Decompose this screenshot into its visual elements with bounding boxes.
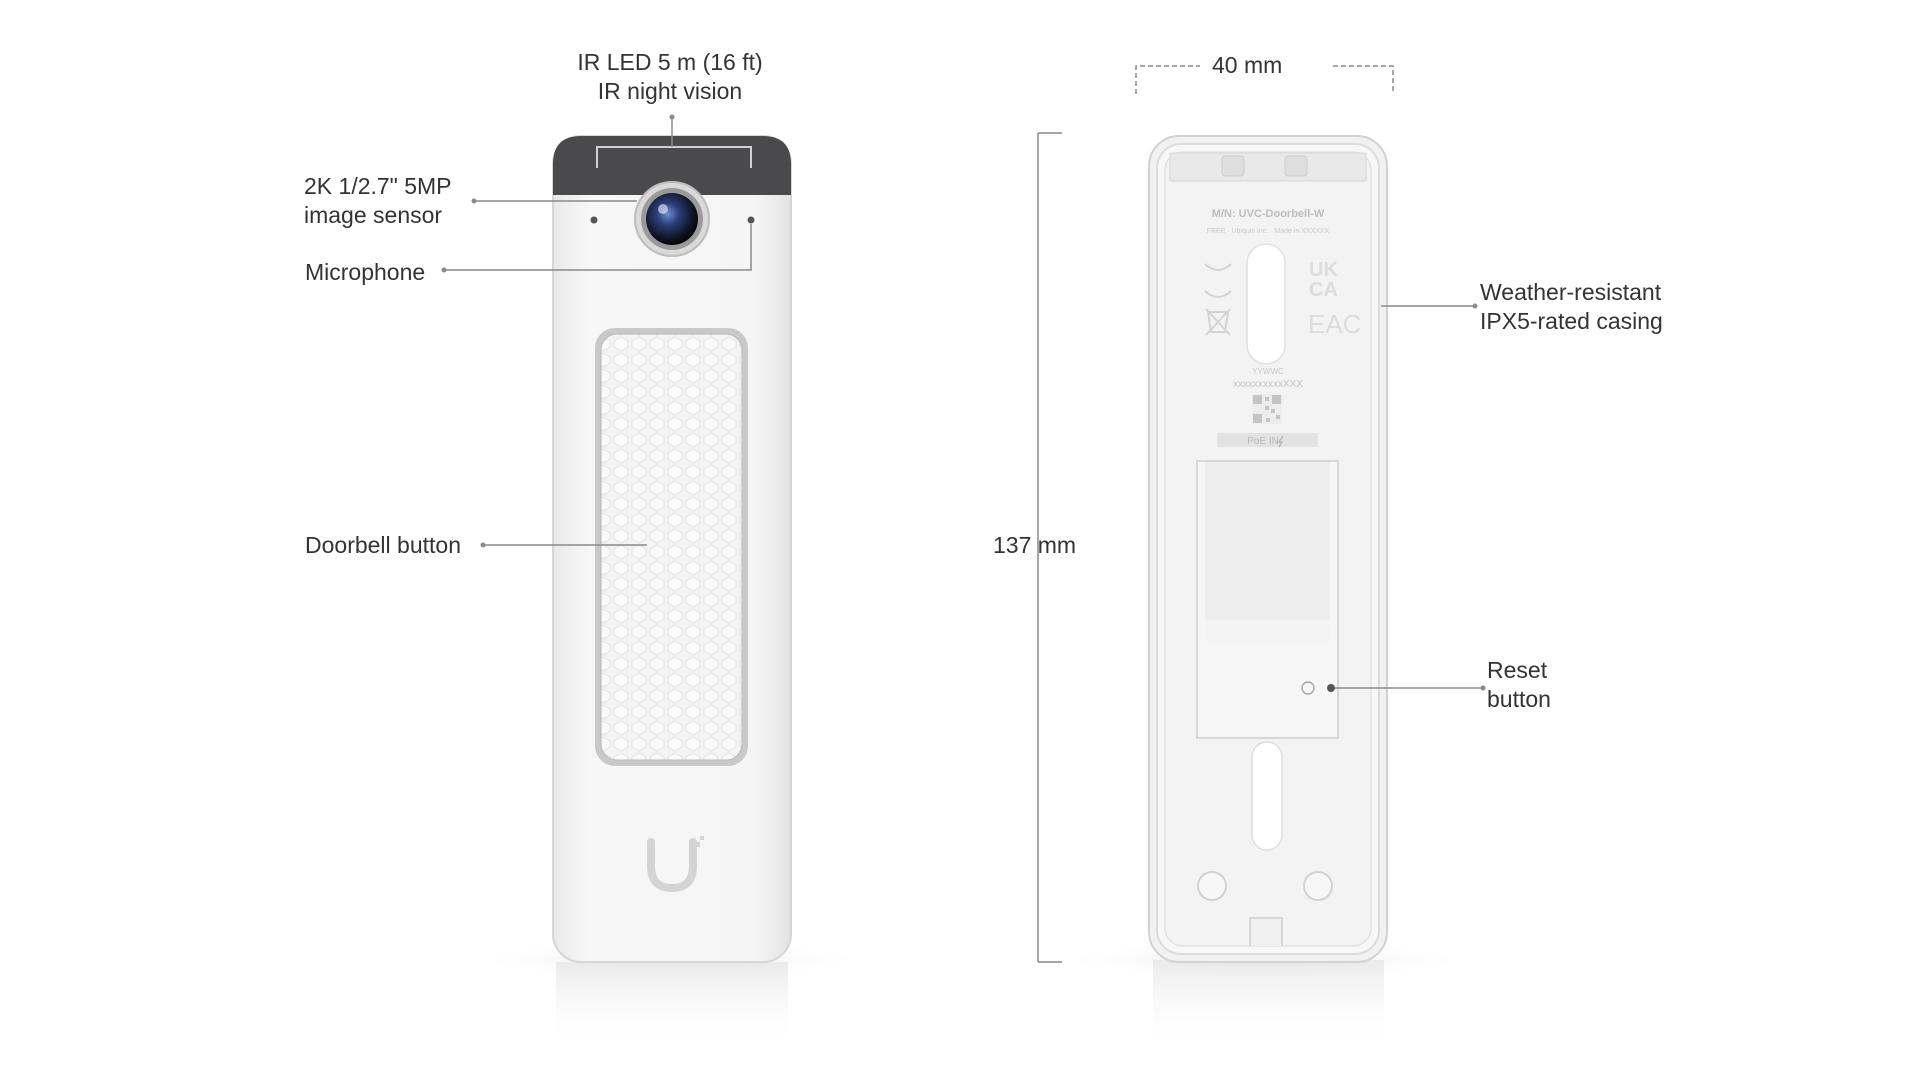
- certification-icons: [1204, 263, 1232, 336]
- ir-led-leader-dot: [669, 114, 675, 120]
- top-clip-right: [1284, 155, 1308, 177]
- model-marking: M/N: UVC-Doorbell-W: [1212, 208, 1325, 220]
- screw-hole-right: [1303, 871, 1333, 901]
- qr-code-icon: [1252, 394, 1282, 424]
- casing-label-line2: IPX5-rated casing: [1480, 308, 1663, 334]
- doorbell-button-leader-dot: [480, 542, 486, 548]
- ukca-mark-top: UK: [1309, 259, 1338, 281]
- image-sensor-leader-dot: [471, 198, 477, 204]
- serial-marking: xxxxxxxxxxXXX: [1233, 379, 1303, 390]
- ir-led-label-line2: IR night vision: [597, 78, 743, 104]
- image-sensor-label-line2: image sensor: [304, 202, 443, 228]
- mounting-slot-top: [1246, 243, 1286, 365]
- microphone-label: Microphone: [305, 259, 426, 285]
- top-clip-rail: [1169, 152, 1367, 182]
- casing-leader-dot: [1472, 303, 1478, 309]
- reset-circle-icon: [1301, 681, 1315, 695]
- doorbell-button-face: [600, 333, 743, 761]
- dimension-lines: [1037, 65, 1394, 963]
- microphone-dot: [747, 216, 755, 224]
- ir-led-band: [553, 136, 791, 195]
- reset-leader-dot: [1480, 685, 1486, 691]
- width-dimension-left: [1135, 65, 1200, 94]
- maker-marking: FREE · Ubiquiti Inc. · Made in XXXXXX: [1207, 228, 1330, 235]
- front-leaders: [441, 114, 752, 548]
- poe-in-label: PoE IN: [1247, 436, 1279, 447]
- doorbell-button-label: Doorbell button: [305, 532, 461, 558]
- screw-hole-left: [1197, 871, 1227, 901]
- ukca-mark-bottom: CA: [1309, 279, 1338, 301]
- cert-icon-1: [1204, 263, 1232, 271]
- front-view: [470, 135, 870, 1050]
- cable-recess-step: [1205, 620, 1330, 642]
- casing-label-line1: Weather-resistant: [1480, 279, 1662, 305]
- eac-mark: EAC: [1308, 309, 1361, 339]
- front-reflection: [556, 962, 788, 1050]
- image-sensor-label-line1: 2K 1/2.7" 5MP: [304, 173, 452, 199]
- poe-in-tag: [1217, 433, 1318, 447]
- height-dimension-label: 137 mm: [993, 532, 1077, 558]
- lens-highlight: [658, 204, 668, 214]
- cable-recess-shadow: [1205, 462, 1330, 620]
- cert-icon-2: [1204, 290, 1232, 298]
- ir-led-bracket: [596, 146, 752, 168]
- microphone-leader-dot: [441, 267, 447, 273]
- back-leaders: [1327, 303, 1486, 692]
- casing-label: Weather-resistant IPX5-rated casing: [1480, 278, 1663, 336]
- ir-led-label-line1: IR LED 5 m (16 ft): [577, 49, 763, 75]
- weee-bin-icon: [1205, 308, 1231, 336]
- date-code: YYWWC: [1252, 367, 1284, 376]
- width-dimension-label: 40 mm: [1212, 52, 1283, 78]
- ubiquiti-u-logo: [647, 836, 704, 893]
- mounting-slot-bottom: [1251, 741, 1283, 851]
- ambient-sensor-dot: [590, 216, 598, 224]
- camera-lens-icon: [646, 193, 698, 245]
- reset-button-label: Reset button: [1487, 656, 1551, 714]
- bottom-cable-notch: [1249, 917, 1283, 946]
- poe-bolt-icon: [1277, 435, 1284, 448]
- ir-led-label: IR LED 5 m (16 ft) IR night vision: [560, 48, 780, 106]
- reset-button-label-line2: button: [1487, 686, 1551, 712]
- microphone-leader: [444, 224, 752, 271]
- back-view: M/N: UVC-Doorbell-W FREE · Ubiquiti Inc.…: [1055, 135, 1475, 1050]
- back-reflection: [1153, 960, 1384, 1050]
- top-clip-left: [1221, 155, 1245, 177]
- reset-leader-start-dot: [1327, 684, 1335, 692]
- image-sensor-label: 2K 1/2.7" 5MP image sensor: [304, 172, 452, 230]
- width-dimension-right: [1333, 65, 1394, 94]
- reset-button-label-line1: Reset: [1487, 657, 1548, 683]
